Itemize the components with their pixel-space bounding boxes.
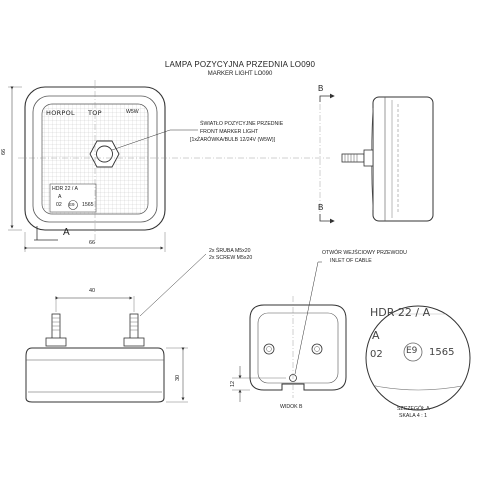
brand-label: HORPOL bbox=[46, 109, 75, 117]
section-b-bottom-marker bbox=[319, 214, 335, 224]
approval-year-label: 02 bbox=[56, 202, 62, 208]
side-view-section bbox=[319, 93, 434, 224]
height-dim-value: 66 bbox=[1, 148, 7, 155]
section-a-marker bbox=[34, 226, 58, 241]
detail-a-e-circle bbox=[403, 342, 423, 362]
mount-hole-right bbox=[311, 343, 323, 355]
screws-callout-line1: 2x ŚRUBA M5x20 bbox=[209, 248, 251, 254]
approval-number-label: 1565 bbox=[82, 202, 94, 208]
width-dim-value: 66 bbox=[89, 240, 96, 246]
detail-a-code: HDR 22 / A bbox=[370, 306, 431, 319]
light-callout-leader bbox=[111, 129, 198, 151]
inlet-callout-line2: INLET OF CABLE bbox=[330, 258, 372, 264]
approval-letter-label: A bbox=[58, 194, 62, 200]
approval-mark-label: E9 bbox=[69, 201, 75, 207]
section-a-label: A bbox=[63, 227, 70, 238]
side-body-outer bbox=[372, 96, 434, 222]
light-callout-line1: ŚWIATŁO POZYCYJNE PRZEDNIE bbox=[200, 121, 284, 127]
detail-a-year: 02 bbox=[370, 349, 383, 360]
inlet-callout-leader bbox=[294, 261, 322, 375]
front-view bbox=[8, 80, 330, 252]
approval-e-circle bbox=[68, 200, 78, 210]
screw-spacing-dim-value: 40 bbox=[89, 288, 96, 294]
detail-a bbox=[365, 305, 471, 411]
bottom-view bbox=[25, 253, 207, 403]
detail-a-label: SZCZEGÓŁ A bbox=[397, 406, 430, 412]
screws-callout-line2: 2x SCREW M5x20 bbox=[209, 255, 253, 261]
light-callout-line3: [1xŻARÓWKA/BULB 12/24V (W5W)] bbox=[190, 137, 276, 143]
detail-a-letter: A bbox=[372, 329, 380, 342]
top-label: TOP bbox=[88, 109, 102, 117]
mount-hole-left bbox=[263, 343, 275, 355]
inlet-callout-line1: OTWÓR WEJŚCIOWY PRZEWODU bbox=[322, 250, 407, 256]
detail-a-scale: SKALA 4 : 1 bbox=[399, 413, 427, 419]
light-callout-line2: FRONT MARKER LIGHT bbox=[200, 129, 259, 135]
side-stud bbox=[341, 153, 365, 163]
bulb-socket-circle bbox=[96, 145, 113, 163]
view-b-outline bbox=[249, 304, 347, 391]
detail-a-mark: E9 bbox=[406, 346, 418, 356]
view-b-label: WIDOK B bbox=[280, 404, 303, 410]
bulb-mark-label: W5W bbox=[126, 109, 139, 115]
approval-label-box bbox=[49, 183, 97, 213]
offset-dim-value: 12 bbox=[230, 380, 236, 387]
lamp-outer-body bbox=[24, 86, 166, 231]
bottom-body bbox=[25, 347, 165, 403]
section-b-bottom-label: B bbox=[318, 203, 324, 212]
drawing-subtitle: MARKER LIGHT LO090 bbox=[207, 71, 273, 77]
section-b-top-marker bbox=[319, 93, 335, 102]
screw-callout-leader bbox=[139, 253, 207, 317]
view-b bbox=[232, 261, 347, 402]
detail-a-circle bbox=[365, 305, 471, 411]
detail-a-number: 1565 bbox=[429, 347, 455, 358]
drawing-title: LAMPA POZYCYJNA PRZEDNIA LO090 bbox=[164, 60, 316, 69]
section-b-top-label: B bbox=[318, 84, 324, 93]
approval-code-label: HDR 22 / A bbox=[52, 186, 78, 192]
depth-dim-value: 30 bbox=[175, 374, 181, 381]
